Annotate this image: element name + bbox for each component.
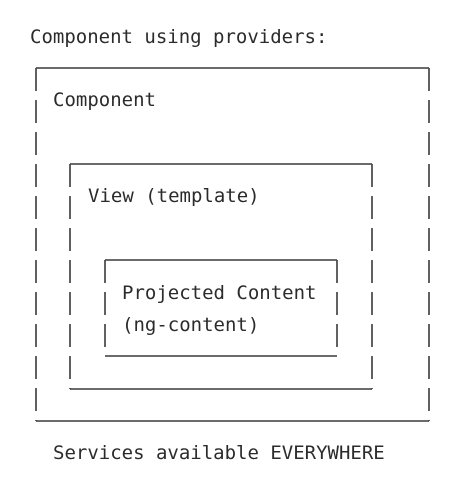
outer-box-component: Component xyxy=(35,67,430,422)
diagram-heading: Component using providers: xyxy=(30,26,327,48)
inner-box-label-line2: (ng-content) xyxy=(122,314,259,336)
inner-box-label-line1: Projected Content xyxy=(122,282,316,304)
outer-box-label: Component xyxy=(53,89,156,111)
inner-box-projected-content: Projected Content (ng-content) xyxy=(104,259,338,357)
middle-box-label: View (template) xyxy=(88,185,260,207)
diagram-footer: Services available EVERYWHERE xyxy=(53,442,385,464)
middle-box-view: View (template) xyxy=(69,163,373,390)
